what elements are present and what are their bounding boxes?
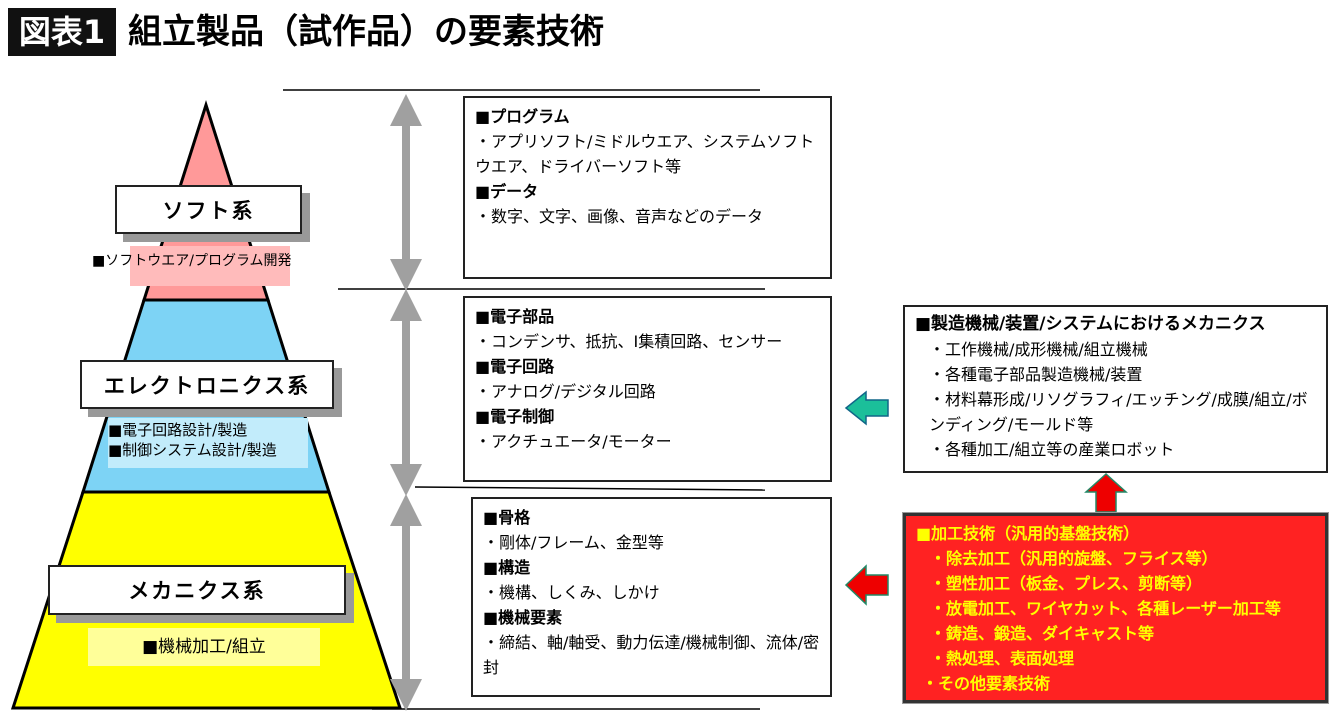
detail-heading: ■プログラム bbox=[475, 107, 570, 126]
page-title: 組立製品（試作品）の要素技術 bbox=[128, 12, 604, 52]
detail-text: ・アクチュエータ/モーター bbox=[475, 432, 672, 451]
mechanics-detail-box: ■骨格 ・剛体/フレーム、金型等 ■構造 ・機構、しくみ、しかけ ■機械要素 ・… bbox=[471, 497, 832, 697]
detail-text: ・コンデンサ、抵抗、I集積回路、センサー bbox=[475, 332, 783, 351]
detail-text: ・剛体/フレーム、金型等 bbox=[483, 533, 664, 552]
red-left-arrow-icon bbox=[844, 564, 889, 606]
red-up-arrow-icon bbox=[1084, 472, 1128, 513]
processing-item: ・塑性加工（板金、プレス、剪断等） bbox=[930, 574, 1203, 593]
processing-item: ・放電加工、ワイヤカット、各種レーザー加工等 bbox=[930, 599, 1281, 618]
machinery-box: ■製造機械/装置/システムにおけるメカニクス ・工作機械/成形機械/組立機械 ・… bbox=[903, 305, 1328, 473]
detail-text: ・アプリソフト/ミドルウエア、システムソフトウエア、ドライバーソフト等 bbox=[475, 132, 815, 176]
electronics-item: ■制御システム設計/製造 bbox=[108, 441, 277, 459]
machinery-item: ・材料幕形成/リソグラフィ/エッチング/成膜/組立/ボンディング/モールド等 bbox=[929, 390, 1308, 434]
processing-item: ・除去加工（汎用的旋盤、フライス等） bbox=[930, 549, 1218, 568]
machinery-item: ・各種電子部品製造機械/装置 bbox=[929, 365, 1143, 384]
green-left-arrow-icon bbox=[844, 390, 889, 426]
soft-label: ソフト系 bbox=[115, 185, 302, 234]
processing-box: ■加工技術（汎用的基盤技術） ・除去加工（汎用的旋盤、フライス等） ・塑性加工（… bbox=[902, 512, 1329, 704]
electronics-items: ■電子回路設計/製造 ■制御システム設計/製造 bbox=[108, 420, 277, 460]
detail-heading: ■電子回路 bbox=[475, 357, 555, 376]
detail-heading: ■電子部品 bbox=[475, 307, 555, 326]
machinery-item: ・工作機械/成形機械/組立機械 bbox=[929, 340, 1148, 359]
processing-title: ■加工技術（汎用的基盤技術） bbox=[916, 524, 1140, 543]
electronics-detail-box: ■電子部品 ・コンデンサ、抵抗、I集積回路、センサー ■電子回路 ・アナログ/デ… bbox=[463, 296, 832, 482]
detail-heading: ■データ bbox=[475, 182, 539, 201]
processing-item: ・熱処理、表面処理 bbox=[930, 649, 1075, 668]
detail-text: ・数字、文字、画像、音声などのデータ bbox=[475, 207, 764, 226]
mechanics-label: メカニクス系 bbox=[48, 565, 346, 615]
detail-heading: ■電子制御 bbox=[475, 407, 555, 426]
mechanics-item: ■機械加工/組立 bbox=[88, 628, 320, 666]
figure-badge: 図表1 bbox=[8, 8, 116, 56]
machinery-item: ・各種加工/組立等の産業ロボット bbox=[929, 440, 1175, 459]
soft-detail-box: ■プログラム ・アプリソフト/ミドルウエア、システムソフトウエア、ドライバーソフ… bbox=[463, 96, 832, 279]
detail-text: ・機構、しくみ、しかけ bbox=[483, 583, 660, 602]
electronics-label: エレクトロニクス系 bbox=[80, 360, 334, 409]
soft-item: ■ソフトウエア/プログラム開発 bbox=[92, 253, 292, 269]
processing-item: ・その他要素技術 bbox=[922, 674, 1051, 693]
processing-item: ・鋳造、鍛造、ダイキャスト等 bbox=[930, 624, 1155, 643]
electronics-item: ■電子回路設計/製造 bbox=[108, 421, 248, 439]
detail-text: ・締結、軸/軸受、動力伝達/機械制御、流体/密封 bbox=[483, 633, 820, 677]
machinery-title: ■製造機械/装置/システムにおけるメカニクス bbox=[915, 314, 1266, 334]
detail-heading: ■機械要素 bbox=[483, 608, 563, 627]
detail-heading: ■構造 bbox=[483, 558, 531, 577]
detail-heading: ■骨格 bbox=[483, 508, 531, 527]
detail-text: ・アナログ/デジタル回路 bbox=[475, 382, 656, 401]
